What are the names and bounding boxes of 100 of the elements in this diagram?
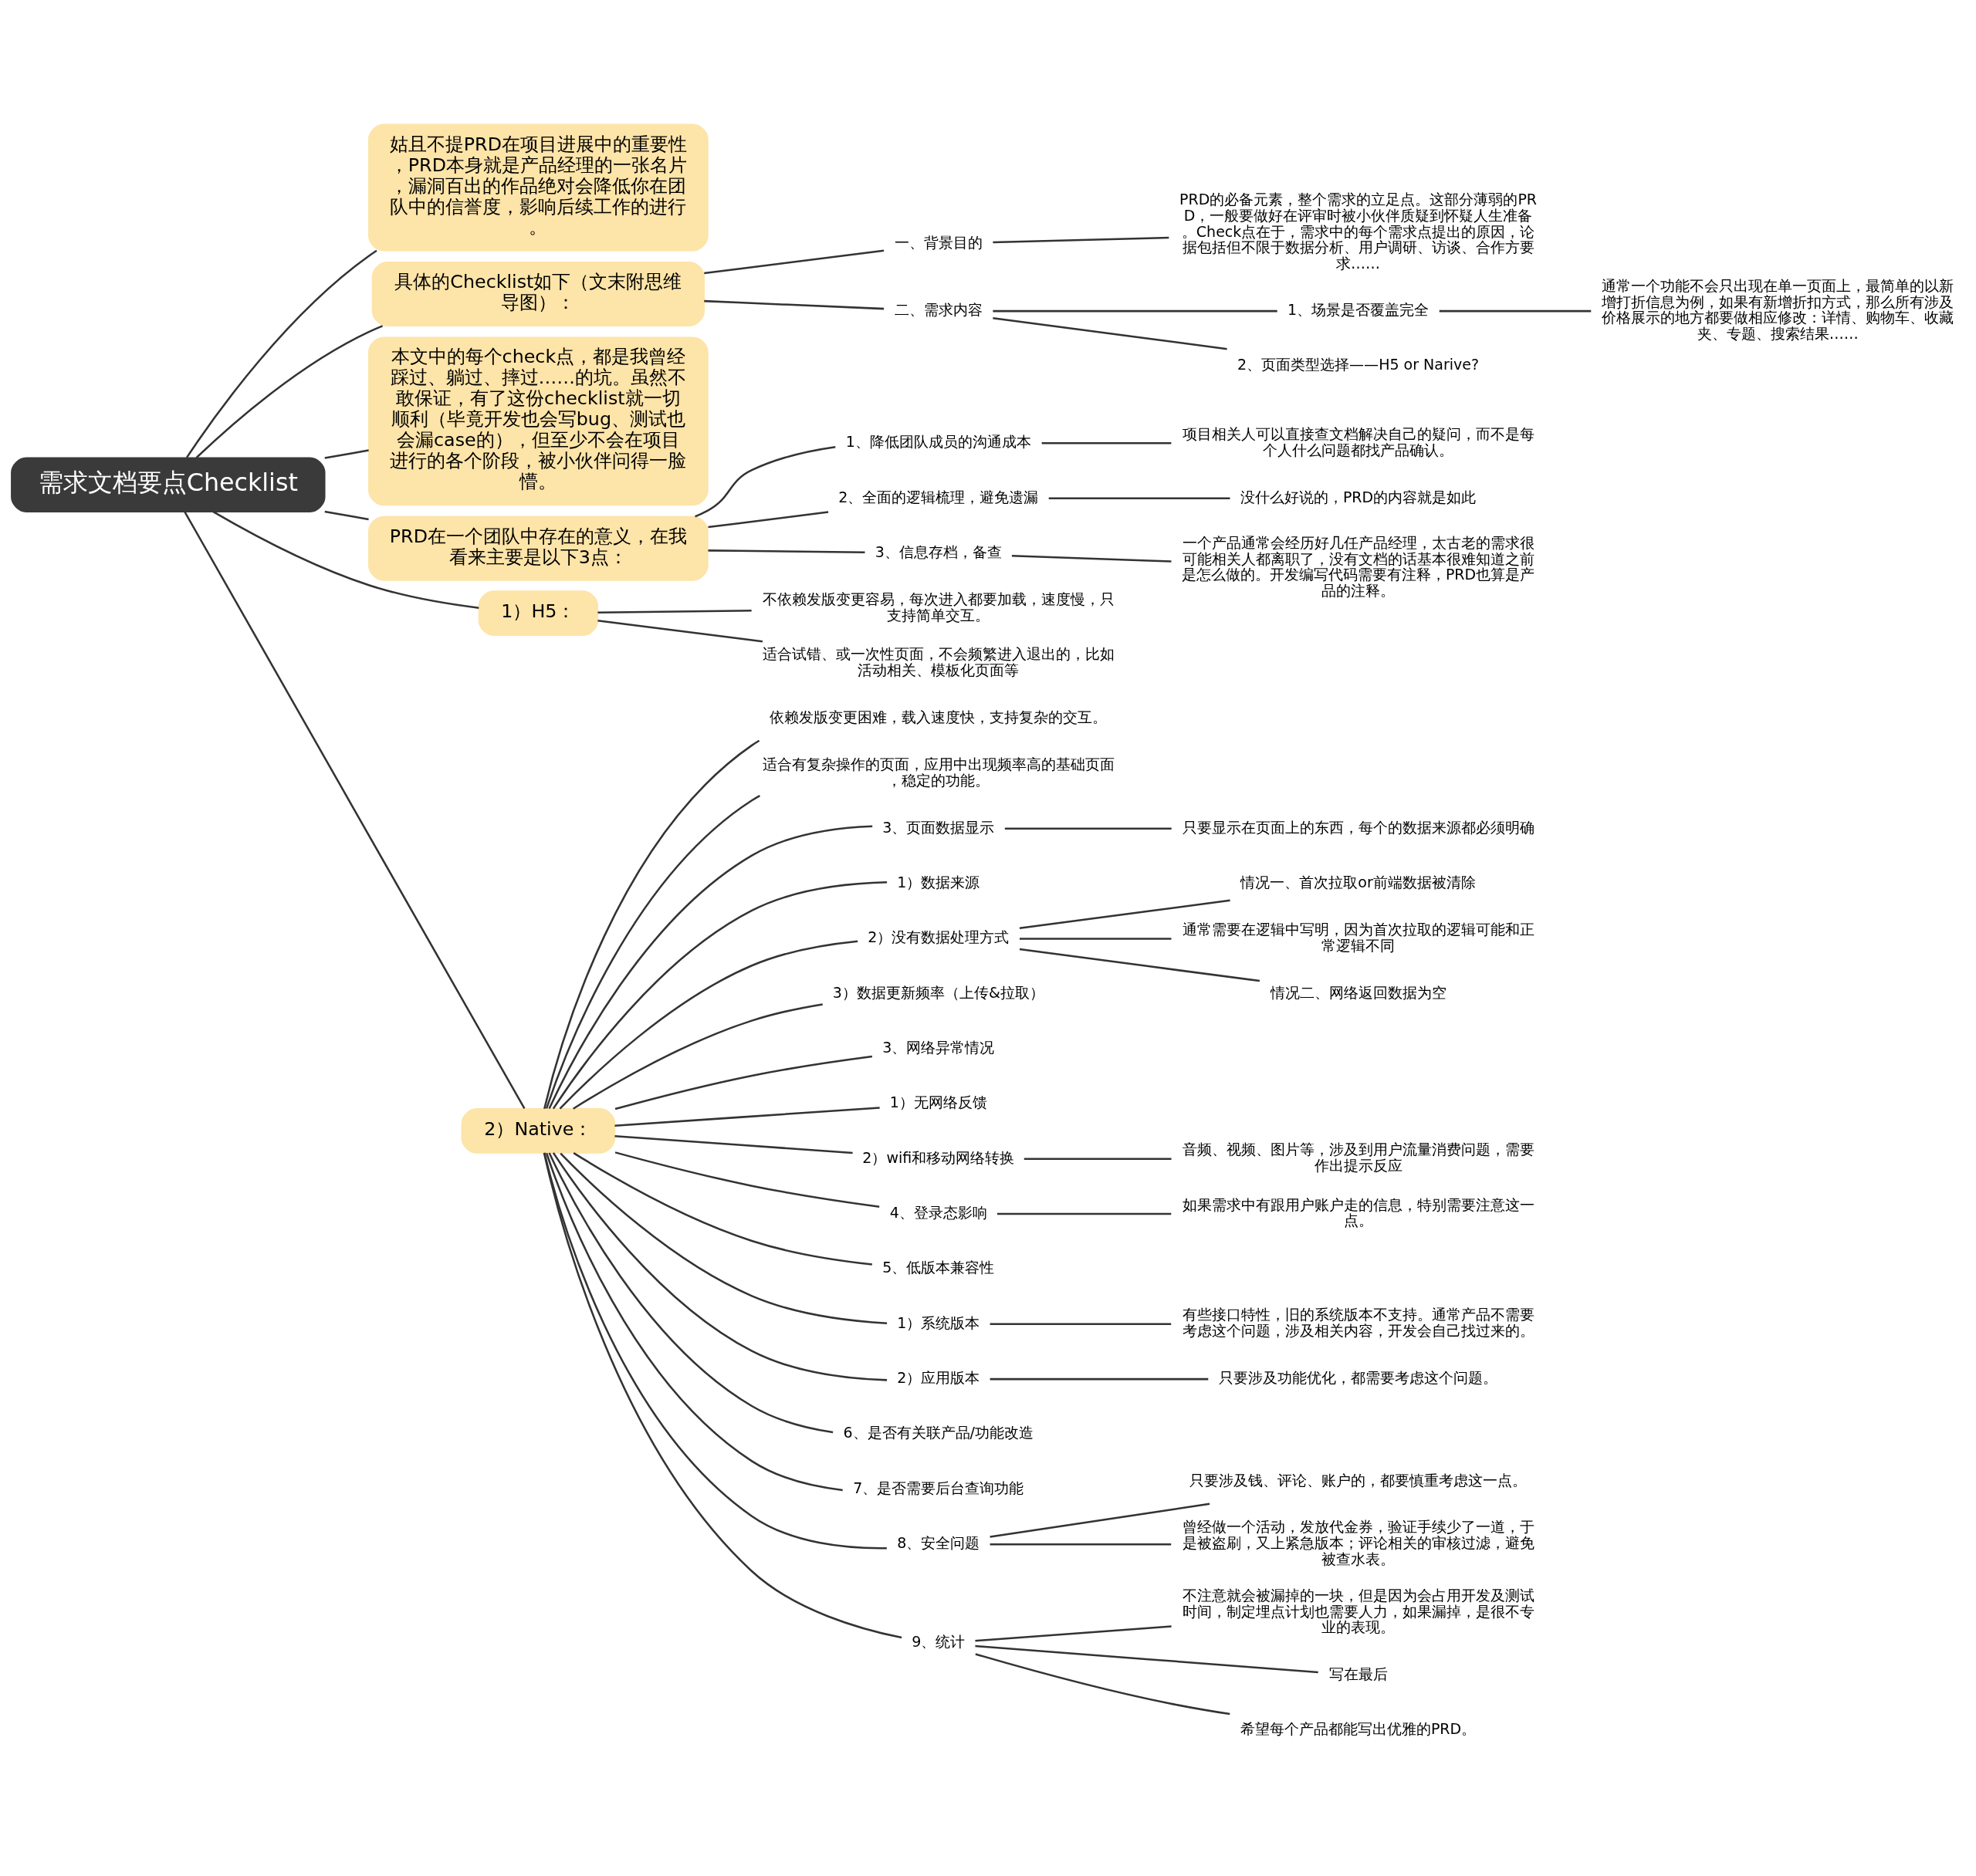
node-text: 项目相关人可以直接查文档解决自己的疑问，而不是每个人什么问题都找产品确认。 [1182,424,1534,458]
connector [545,794,760,1109]
connector [614,1106,880,1127]
node-box: PRD在一个团队中存在的意义，在我看来主要是以下3点： [368,515,709,581]
node-text: 适合有复杂操作的页面，应用中出现频率高的基础页面，稳定的功能。 [762,755,1115,789]
connector [548,824,873,1109]
node-text: 只要涉及功能优化，都需要考虑这个问题。 [1219,1368,1498,1386]
connector [195,324,384,458]
node-text: PRD的必备元素，整个需求的立足点。这部分薄弱的PRD，一般要做好在评审时被小伙伴质疑到怀疑人生准备。Check点在于，需求中的每个需求点提出的原因，论据包括但不限于数据分析、用户调研、访谈、合作方要求…… [1179,190,1538,272]
node-text: 不依赖发版变更容易，每次进入都要加载，速度慢，只支持简单交互。 [762,590,1115,624]
node-text: 1）数据来源 [897,873,980,891]
node-text: 音频、视频、图片等，涉及到用户流量消费问题，需要作出提示反应 [1182,1140,1534,1174]
connector [990,1543,1172,1545]
connector [1041,441,1172,444]
node-text: 8、安全问题 [897,1533,980,1551]
node-text: 9、统计 [912,1632,966,1650]
connector [704,248,885,274]
connector [975,1644,1318,1673]
connector [560,1152,888,1324]
connector [543,739,760,1109]
connector [990,1377,1209,1380]
node-text: 3）数据更新频率（上传&拉取） [832,983,1044,1001]
connector [1019,899,1230,929]
node-text: 没什么好说的，PRD的内容就是如此 [1240,488,1477,505]
node-text: 1、降低团队成员的沟通成本 [845,432,1031,450]
connector [543,1152,902,1638]
node-text: 通常需要在逻辑中写明，因为首次拉取的逻辑可能和正常逻辑不同 [1182,920,1534,954]
connector [324,448,369,459]
node-text: 依赖发版变更困难，载入速度快，支持复杂的交互。 [770,708,1108,725]
node-text: 如果需求中有跟用户账户走的信息，特别需要注意这一点。 [1182,1195,1534,1229]
node-box: 需求文档要点Checklist [11,457,326,512]
connector [993,309,1277,312]
connector [708,549,865,553]
connector [997,1212,1172,1215]
connector [614,1151,880,1208]
connector [573,1151,872,1266]
node-box: 姑且不提PRD在项目进展中的重要性，PRD本身就是产品经理的一张名片，漏洞百出的作品绝对会降低你在团队中的信誉度，影响后续工作的进行。 [368,123,709,251]
node-text: 有些接口特性，旧的系统版本不支持。通常产品不需要考虑这个问题，涉及相关内容，开发会自己找过来的。 [1182,1305,1534,1339]
node-text: 1）无网络反馈 [889,1093,987,1110]
connector [573,1002,823,1110]
connector [990,1323,1172,1325]
connector [1048,496,1230,499]
node-text: 3、页面数据显示 [882,818,995,836]
connector [185,249,377,458]
node-text: 希望每个产品都能写出优雅的PRD。 [1240,1719,1477,1737]
node-text: 2）wifi和移动网络转换 [862,1148,1015,1166]
node-text: 一、背景目的 [894,233,983,251]
connector [1019,937,1172,940]
connector [597,619,763,642]
node-text: 7、是否需要后台查询功能 [853,1479,1024,1496]
node-text: 5、低版本兼容性 [882,1258,995,1276]
connector [324,510,369,520]
node-text: 二、需求内容 [894,300,983,318]
node-text: 2）没有数据处理方式 [868,928,1010,945]
node-box: 具体的Checklist如下（文末附思维导图）： [371,261,705,326]
connector [1019,948,1260,982]
connector [552,1151,888,1381]
connector [184,511,526,1109]
connector [990,1502,1210,1538]
node-text: 1）系统版本 [897,1313,980,1331]
node-box: 本文中的每个check点，都是我曾经踩过、躺过、摔过……的坑。虽然不敢保证，有了这份checklist就一切顺利（毕竟开发也会写bug、测试也会漏case的），但至少不会在项目进行的各个阶段，被小伙伴问得一脸懵。 [368,336,709,505]
node-text: 1、场景是否覆盖完全 [1287,300,1430,318]
node-text: 情况二、网络返回数据为空 [1270,983,1446,1001]
node-text: 2、全面的逻辑梳理，避免遗漏 [838,488,1039,505]
node-text: 6、是否有关联产品/功能改造 [843,1423,1034,1441]
connector [543,1152,887,1549]
connector [548,1151,834,1433]
connector [704,299,885,309]
connector [597,609,752,614]
connector [545,1152,843,1491]
connector [993,236,1169,243]
connector [1011,554,1172,563]
node-text: 3、信息存档，备查 [875,543,1002,560]
node-text: 情况一、首次拉取or前端数据被清除 [1240,873,1476,891]
node-text: 4、登录态影响 [889,1203,987,1221]
connector [695,445,836,518]
node-text: 只要显示在页面上的东西，每个的数据来源都必须明确 [1182,818,1534,836]
connector [559,939,858,1110]
connector [975,1624,1172,1641]
node-text: 通常一个功能不会只出现在单一页面上，最简单的以新增打折信息为例，如果有新增折扣方式，那么所有涉及价格展示的地方都要做相应修改：详情、购物车、收藏夹、专题、搜索结果…… [1602,276,1954,342]
connector [1439,309,1592,312]
connector [614,1134,853,1154]
connector [993,316,1227,350]
node-text: 不注意就会被漏掉的一块，但是因为会占用开发及测试时间，制定埋点计划也需要人力，如果漏掉，是很不专业的表现。 [1182,1586,1534,1635]
connector [1004,826,1172,830]
connector [1024,1158,1172,1160]
connector [552,881,888,1109]
node-text: 适合试错、或一次性页面，不会频繁进入退出的，比如活动相关、模板化页面等 [762,644,1115,678]
node-box: 2）Native： [461,1107,616,1154]
node-text: 3、网络异常情况 [882,1038,995,1056]
node-text: 2）应用版本 [897,1368,980,1386]
connector [975,1652,1230,1715]
node-text: 2、页面类型选择——H5 or Narive? [1237,355,1480,373]
connector [614,1055,873,1110]
node-text: 写在最后 [1328,1665,1388,1682]
node-text: 只要涉及钱、评论、账户的，都要慎重考虑这一点。 [1189,1471,1528,1489]
connector [212,510,479,609]
node-text: 曾经做一个活动，发放代金券，验证手续少了一道，于是被盗刷，又上紧急版本；评论相关的审核过滤，避免被查水表。 [1182,1517,1534,1567]
connector [708,510,829,528]
node-box: 1）H5： [478,590,599,636]
